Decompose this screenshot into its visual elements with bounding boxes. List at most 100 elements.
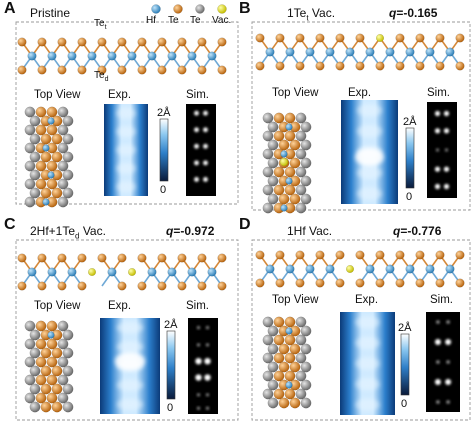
te-top-atom [137,253,147,263]
top-view-atom [46,356,58,368]
te-top-atom [97,253,107,263]
top-view-atom [262,112,274,124]
top-view-atom [295,184,307,196]
exp-bright-blob [115,352,145,371]
hf-atom [107,51,117,61]
panel-a-title: Pristine [30,6,71,20]
exp-blob [116,107,136,119]
top-view-atom [46,320,58,332]
sim-spot [194,143,199,149]
top-view-atom [273,166,285,178]
te-bottom-atom [375,278,385,288]
te-bottom-atom [137,281,147,291]
sim-spot [434,128,441,134]
top-view-atom [24,392,36,404]
sim-spot [194,160,199,166]
top-view-atom [40,383,52,395]
top-view-atom [273,130,285,142]
top-view-atom [284,316,296,328]
te-bottom-atom [117,65,127,75]
top-view-atom [295,166,307,178]
top-view-atom [29,133,41,145]
hf-atom [265,264,275,274]
top-view-atom [35,124,47,136]
sim-spot [434,339,441,345]
top-view-atom [57,374,69,386]
top-view-hf-atom [42,198,50,206]
panel-d-title: 1Hf Vac. [287,224,333,238]
sim-spot [445,339,452,345]
top-view-atom [24,106,36,118]
sim-spot [205,326,210,330]
top-view-atom [267,175,279,187]
panel-c-sim-image [188,318,218,414]
panel-a-frame [15,21,239,205]
top-view-atom [273,334,285,346]
legend-vac-atom [217,4,227,14]
exp-blob [355,336,380,350]
te-bottom-atom [315,61,325,71]
top-view-atom [300,157,312,169]
top-view-atom [273,184,285,196]
hf-atom [47,51,57,61]
top-view-atom [46,160,58,172]
top-view-atom [51,401,63,413]
te-top-atom [355,33,365,43]
top-view-atom [295,370,307,382]
legend-te1-atom [173,4,183,14]
te-d-label: Ted [94,70,109,83]
hf-atom [325,47,335,57]
hf-atom [445,264,455,274]
top-view-atom [51,347,63,359]
top-view-atom [267,157,279,169]
top-view-atom [46,338,58,350]
te-bottom-atom [197,281,207,291]
panel-b-cbar-max: 2Å [403,116,417,128]
te-bottom-atom [77,65,87,75]
top-view-atom [300,343,312,355]
te-top-atom [255,250,265,260]
te-top-atom [157,253,167,263]
exp-bright-blob [355,148,384,167]
top-view-atom [40,187,52,199]
panel-b-title: 1Tet Vac. [287,6,336,23]
top-view-atom [35,106,47,118]
te-top-atom [57,37,67,47]
panel-b-sim-label: Sim. [427,87,450,99]
top-view-atom [24,178,36,190]
top-view-atom [35,160,47,172]
top-view-atom [295,148,307,160]
panel-c-exp-label: Exp. [108,300,132,312]
vacancy-marker [376,34,385,43]
top-view-atom [262,352,274,364]
exp-blob [356,124,383,138]
top-view-atom [57,142,69,154]
sim-spot [204,358,211,365]
top-view-atom [51,365,63,377]
te-bottom-atom [335,61,345,71]
top-view-atom [300,397,312,409]
hf-atom [147,267,157,277]
panel-a-letter: A [4,0,16,17]
te-top-atom [435,33,445,43]
legend-hf-atom [151,4,161,14]
top-view-atom [284,166,296,178]
sim-spot [443,110,450,117]
top-view-atom [57,178,69,190]
te-top-atom [117,253,127,263]
panel-d-frame [251,239,471,421]
hf-atom [27,51,37,61]
legend-te2-atom [195,4,205,14]
top-view-atom [62,115,74,127]
exp-blob [116,321,144,334]
top-view-atom [295,316,307,328]
hf-atom [385,264,395,274]
top-view-atom [57,320,69,332]
te-top-atom [355,250,365,260]
top-view-atom [29,365,41,377]
sim-spot [196,343,201,347]
hf-atom [207,51,217,61]
top-view-atom [300,379,312,391]
top-view-atom [267,379,279,391]
te-bottom-atom [117,281,127,291]
